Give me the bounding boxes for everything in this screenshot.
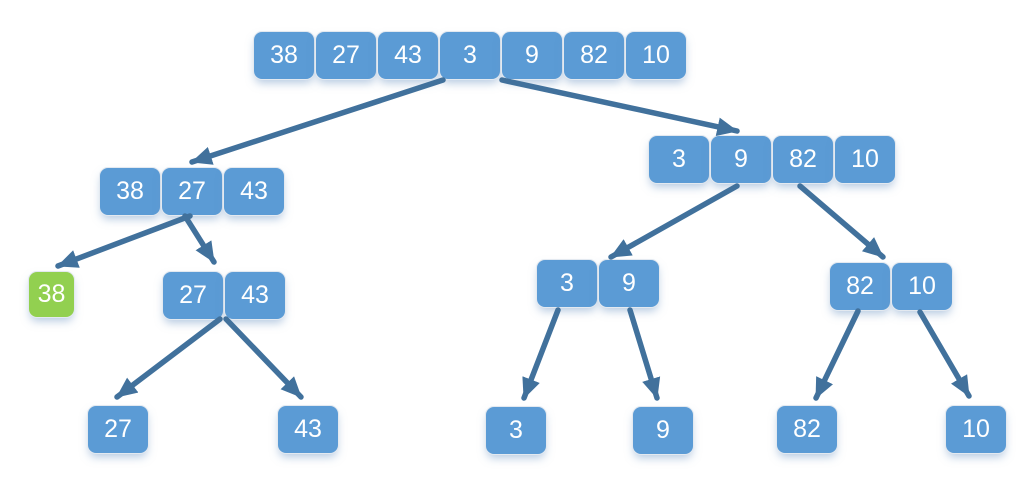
node: 43 xyxy=(223,167,285,216)
group-single-3: 3 xyxy=(485,406,547,455)
group-single-43: 43 xyxy=(277,405,339,454)
group-array-full: 38 27 43 3 9 82 10 xyxy=(253,31,687,80)
node: 9 xyxy=(710,135,772,184)
node: 9 xyxy=(598,259,660,308)
node: 27 xyxy=(162,271,224,320)
node: 10 xyxy=(945,405,1007,454)
node: 3 xyxy=(648,135,710,184)
group-single-10: 10 xyxy=(945,405,1007,454)
group-single-27: 27 xyxy=(87,405,149,454)
split-arrow-2743-to-27 xyxy=(114,316,223,400)
node: 43 xyxy=(224,271,286,320)
split-arrow-left-to-38 xyxy=(55,213,193,269)
split-arrow-right-to-39 xyxy=(608,183,740,260)
node: 3 xyxy=(485,406,547,455)
node: 9 xyxy=(632,406,694,455)
split-arrow-39-to-3 xyxy=(521,307,561,401)
node: 82 xyxy=(829,262,891,311)
node: 3 xyxy=(439,31,501,80)
node: 38 xyxy=(253,31,315,80)
node: 10 xyxy=(625,31,687,80)
split-arrow-right-to-8210 xyxy=(797,183,886,260)
split-arrow-root-to-right xyxy=(499,77,740,136)
split-arrow-left-to-2743 xyxy=(182,213,217,265)
node: 43 xyxy=(377,31,439,80)
group-array-right-half: 3 9 82 10 xyxy=(648,135,896,184)
group-pair-27-43: 27 43 xyxy=(162,271,286,320)
node: 27 xyxy=(161,167,223,216)
group-array-left-half: 38 27 43 xyxy=(99,167,285,216)
group-single-9: 9 xyxy=(632,406,694,455)
split-arrow-8210-to-10 xyxy=(917,309,972,399)
group-pair-3-9: 3 9 xyxy=(536,259,660,308)
node: 43 xyxy=(277,405,339,454)
node: 10 xyxy=(834,135,896,184)
node: 9 xyxy=(501,31,563,80)
node: 82 xyxy=(772,135,834,184)
node: 82 xyxy=(563,31,625,80)
node: 10 xyxy=(891,262,953,311)
group-single-38-highlighted: 38 xyxy=(28,271,75,318)
group-pair-82-10: 82 10 xyxy=(829,262,953,311)
split-arrow-8210-to-82 xyxy=(813,308,861,401)
node-highlighted: 38 xyxy=(28,271,75,318)
node: 27 xyxy=(315,31,377,80)
split-arrow-root-to-left xyxy=(189,77,446,165)
node: 82 xyxy=(776,405,838,454)
node: 38 xyxy=(99,167,161,216)
split-arrow-39-to-9 xyxy=(627,307,661,401)
node: 27 xyxy=(87,405,149,454)
node: 3 xyxy=(536,259,598,308)
group-single-82: 82 xyxy=(776,405,838,454)
split-arrow-2743-to-43 xyxy=(223,316,304,400)
